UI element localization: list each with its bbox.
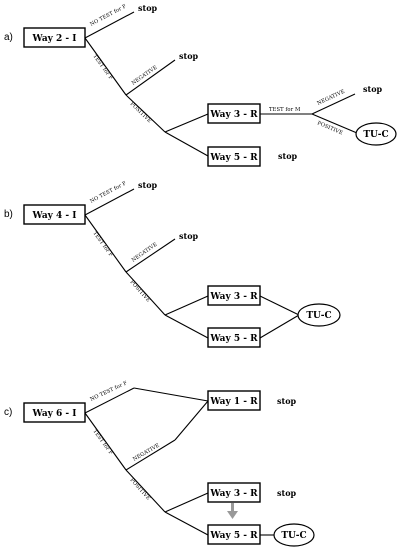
edge-to-way3 (164, 113, 209, 133)
way1-label: Way 1 - R (209, 397, 258, 407)
stop-label: stop (138, 3, 158, 13)
stop-label: stop (138, 180, 158, 190)
edge-no-test (84, 11, 135, 39)
edge-no-test (84, 387, 135, 414)
way5-label: Way 5 - R (209, 531, 258, 541)
panel-b: b) Way 4 - I Way 3 - R Way 5 - R TU-C st… (4, 180, 341, 348)
edge-no-test (84, 188, 135, 216)
start-box (23, 204, 86, 225)
edge-to-way5 (164, 314, 209, 339)
panel-label: c) (4, 407, 12, 418)
way3-label: Way 3 - R (209, 110, 258, 120)
edge-label-positive: POSITIVE (129, 279, 152, 303)
edge-to-way3 (164, 492, 209, 513)
edge-test (84, 214, 127, 273)
tuc-ellipse (273, 523, 315, 547)
edge-label-m-negative: NEGATIVE (316, 89, 346, 107)
edge-negative (125, 238, 176, 273)
edge-label-negative: NEGATIVE (132, 443, 161, 463)
panel-label: b) (4, 209, 13, 220)
gray-arrow-shaft (231, 503, 234, 512)
start-box (23, 402, 86, 423)
tuc-ellipse (355, 122, 397, 146)
edge-label-positive: POSITIVE (129, 477, 152, 501)
gray-arrow-head-icon (227, 511, 238, 519)
edge-label-test: TEST for F (91, 429, 113, 457)
edge-positive (125, 469, 166, 513)
edge-test (84, 412, 127, 471)
start-box-label: Way 4 - I (32, 211, 77, 221)
tuc-label: TU-C (363, 130, 388, 140)
edge-label-negative: NEGATIVE (131, 65, 159, 87)
panel-c: c) Way 6 - I Way 1 - R Way 3 - R Way 5 -… (4, 380, 315, 547)
stop-label: stop (277, 488, 297, 498)
stop-label: stop (277, 396, 297, 406)
tuc-ellipse (297, 303, 341, 327)
edge-m-positive (311, 113, 358, 134)
tuc-label: TU-C (281, 531, 306, 541)
tuc-label: TU-C (306, 311, 331, 321)
edge-label-test: TEST for F (91, 231, 113, 259)
edge-test (84, 37, 127, 96)
edge-negative-to-way1 (174, 400, 209, 441)
edge-way5-tuc (259, 314, 300, 339)
edge-to-way5 (164, 511, 209, 536)
edge-label-m-positive: POSITIVE (316, 120, 343, 136)
edge-negative (125, 439, 176, 471)
edge-label-no-test: NO TEST for F (89, 3, 128, 27)
edge-label-no-test: NO TEST for F (89, 380, 128, 403)
way5-label: Way 5 - R (209, 334, 258, 344)
panel-label: a) (4, 32, 13, 43)
edge-m-negative (311, 93, 356, 115)
edge-label-no-test: NO TEST for F (89, 180, 128, 204)
edge-to-way3 (164, 295, 209, 316)
stop-label: stop (363, 84, 383, 94)
way5-label: Way 5 - R (209, 153, 258, 163)
edge-positive (125, 94, 166, 133)
edge-way3-tuc (259, 295, 300, 316)
way3-label: Way 3 - R (209, 292, 258, 302)
start-box-label: Way 2 - I (32, 34, 77, 44)
way5-box (207, 327, 261, 348)
edge-to-way5 (164, 131, 209, 157)
way3-box (207, 482, 261, 503)
edge-positive (125, 271, 166, 316)
edge-label-test: TEST for F (91, 54, 113, 82)
stop-label: stop (179, 231, 199, 241)
edge-no-test-to-way1 (133, 387, 209, 402)
stop-label: stop (179, 51, 199, 61)
stop-label: stop (278, 151, 298, 161)
way3-label: Way 3 - R (209, 489, 258, 499)
way1-box (207, 390, 261, 411)
way5-box (207, 146, 261, 167)
way5-box (207, 524, 261, 545)
edge-label-positive: POSITIVE (129, 101, 153, 124)
edge-label-test-m: TEST for M (269, 107, 301, 113)
start-box (23, 27, 86, 48)
edge-negative (125, 59, 176, 96)
panel-a: a) Way 2 - I Way 3 - R Way 5 - R TU-C st… (4, 3, 397, 167)
start-box-label: Way 6 - I (32, 409, 77, 419)
way3-box (207, 103, 261, 124)
way3-box (207, 285, 261, 306)
